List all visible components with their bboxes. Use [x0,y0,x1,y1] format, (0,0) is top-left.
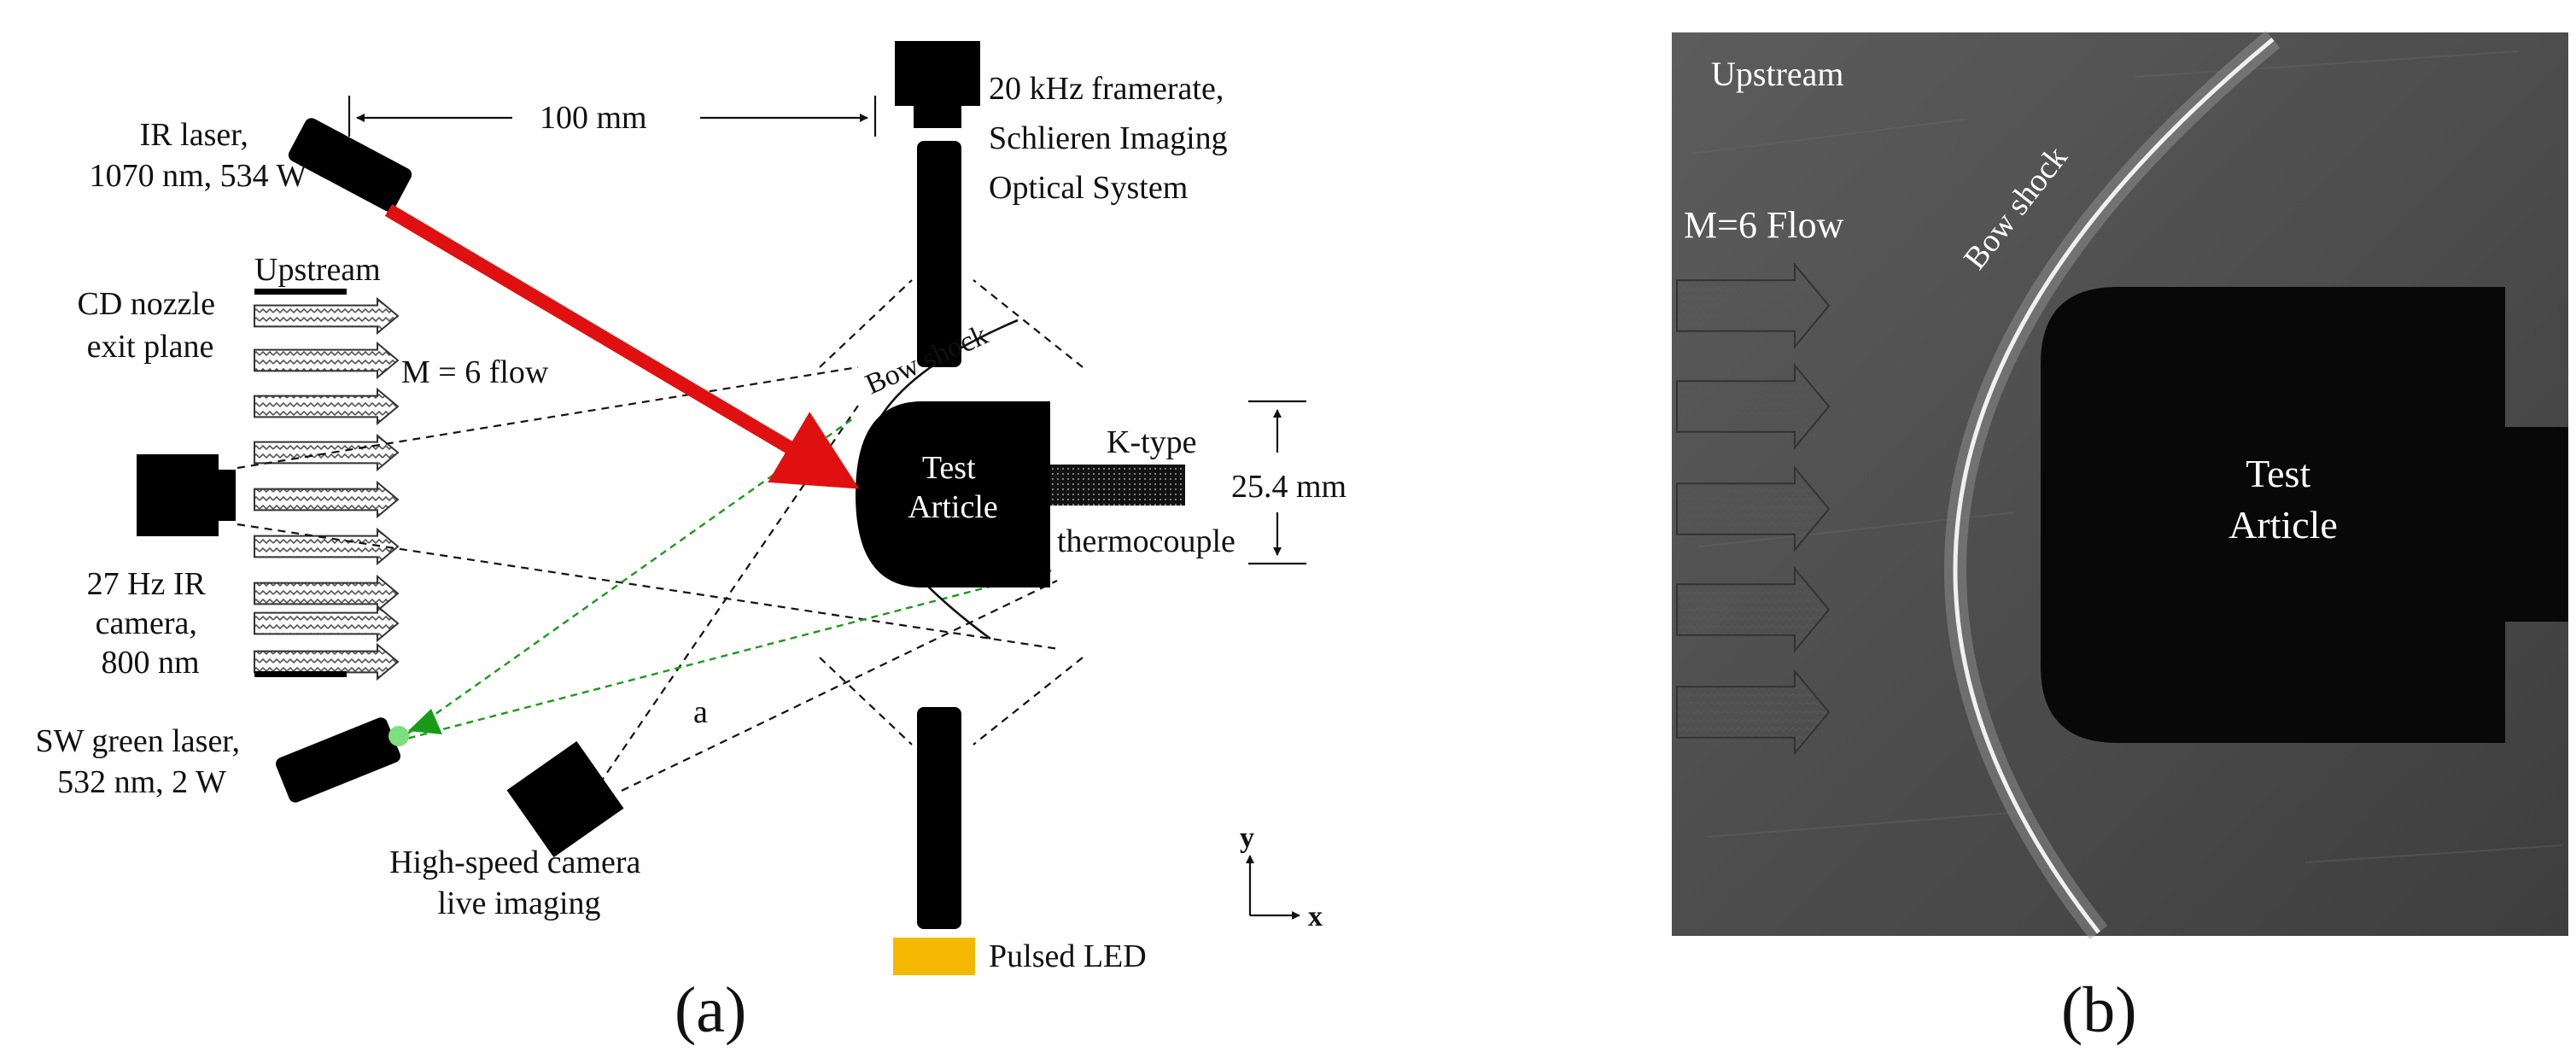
diameter-label: 25.4 mm [1231,469,1346,505]
panel-b: Upstream M=6 Flow Bow shock Test Article… [1672,30,2568,1046]
thermocouple-label: K-type thermocouple [1057,424,1235,559]
green-laser-label: SW green laser, 532 nm, 2 W [36,723,248,800]
ir-camera-label: 27 Hz IR camera, 800 nm [87,566,214,681]
flow-arrows [254,296,400,681]
flow-arrow [254,604,400,643]
flow-arrow [254,527,400,566]
green-laser-device [276,717,400,803]
axis-x-label: x [1308,901,1323,932]
flow-arrow [254,433,400,472]
panel-b-caption: (b) [2061,974,2137,1046]
flow-arrow-b [1676,566,1831,653]
fov-lines [237,279,1084,792]
ir-camera-device [137,454,236,536]
axis-y-label: y [1240,822,1254,854]
bow-shock-line [1953,38,2275,934]
upstream-label-b: Upstream [1711,55,1844,93]
nozzle-top-bar [254,289,347,295]
pulsed-led [893,938,975,975]
flow-arrow-b [1676,669,1831,756]
test-article-label: Test Article [908,450,998,525]
panel-a-caption: (a) [675,974,746,1046]
point-a-label: a [693,694,708,730]
flow-arrow [254,480,400,519]
xy-axes [1246,855,1300,920]
upstream-label: Upstream [254,252,381,288]
green-laser-aperture [388,726,409,746]
diameter-dimension [1248,400,1306,565]
ir-laser-label: IR laser, 1070 nm, 534 W [90,117,307,194]
flow-arrow [254,387,400,426]
flow-arrows-b [1676,262,1831,756]
distance-dimension [348,96,877,137]
flow-arrow-b [1676,363,1831,450]
test-article-label-b: Test Article [2228,452,2338,547]
distance-label: 100 mm [540,100,647,136]
test-article-silhouette [2041,287,2568,743]
nozzle-bottom-bar [254,671,347,677]
flow-arrow [254,574,400,613]
green-laser-arrow [408,709,442,734]
schlieren-label: 20 kHz framerate, Schlieren Imaging Opti… [989,71,1235,206]
schlieren-lens-bottom [917,707,961,929]
flow-arrow [254,341,400,380]
panel-a: 100 mm 25.4 mm y x IR laser, 1070 nm, 53… [36,41,1346,1046]
ir-laser-beam [384,204,860,489]
schlieren-camera-top [895,41,980,367]
pulsed-led-label: Pulsed LED [989,938,1147,974]
flow-label: M = 6 flow [401,354,549,390]
flow-arrow-b [1676,262,1831,349]
high-speed-camera-label: High-speed camera live imaging [389,845,649,921]
flow-arrow [254,296,400,336]
thermocouple-probe [1050,465,1185,506]
background-streaks [1690,50,2562,863]
test-article-shape [856,401,1050,587]
high-speed-camera-device [506,741,624,857]
nozzle-label: CD nozzle exit plane [78,286,224,365]
ir-laser-device [288,118,412,212]
flow-label-b: M=6 Flow [1684,204,1844,246]
flow-arrow-b [1676,465,1831,552]
